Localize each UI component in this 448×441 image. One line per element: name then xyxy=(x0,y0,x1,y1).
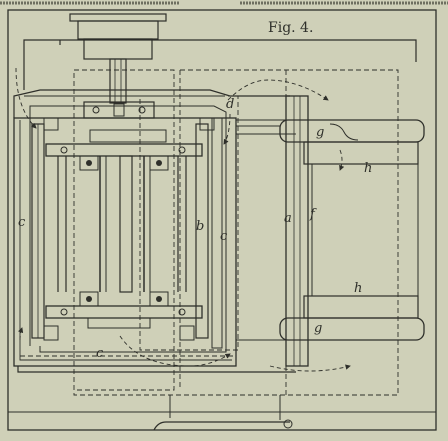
label-c-bottom: c xyxy=(96,346,104,361)
label-d: d xyxy=(226,97,234,112)
feeder-unit xyxy=(236,95,425,367)
label-a: a xyxy=(284,211,292,226)
label-h-top: h xyxy=(364,161,372,176)
label-c-left: c xyxy=(18,215,26,230)
labels: c c c b d a f g g h h xyxy=(18,97,372,361)
label-c-right: c xyxy=(220,229,228,244)
figure-caption: Fig. 4. xyxy=(268,20,313,36)
flow-arrows xyxy=(15,67,351,372)
label-b: b xyxy=(196,219,204,234)
label-f: f xyxy=(309,207,317,222)
label-g-top: g xyxy=(316,125,324,140)
label-g-bottom: g xyxy=(314,321,322,336)
frame-c-left xyxy=(29,105,227,353)
bottom-treadle xyxy=(153,395,293,431)
label-h-bottom: h xyxy=(354,281,362,296)
press-carriage xyxy=(45,101,203,329)
